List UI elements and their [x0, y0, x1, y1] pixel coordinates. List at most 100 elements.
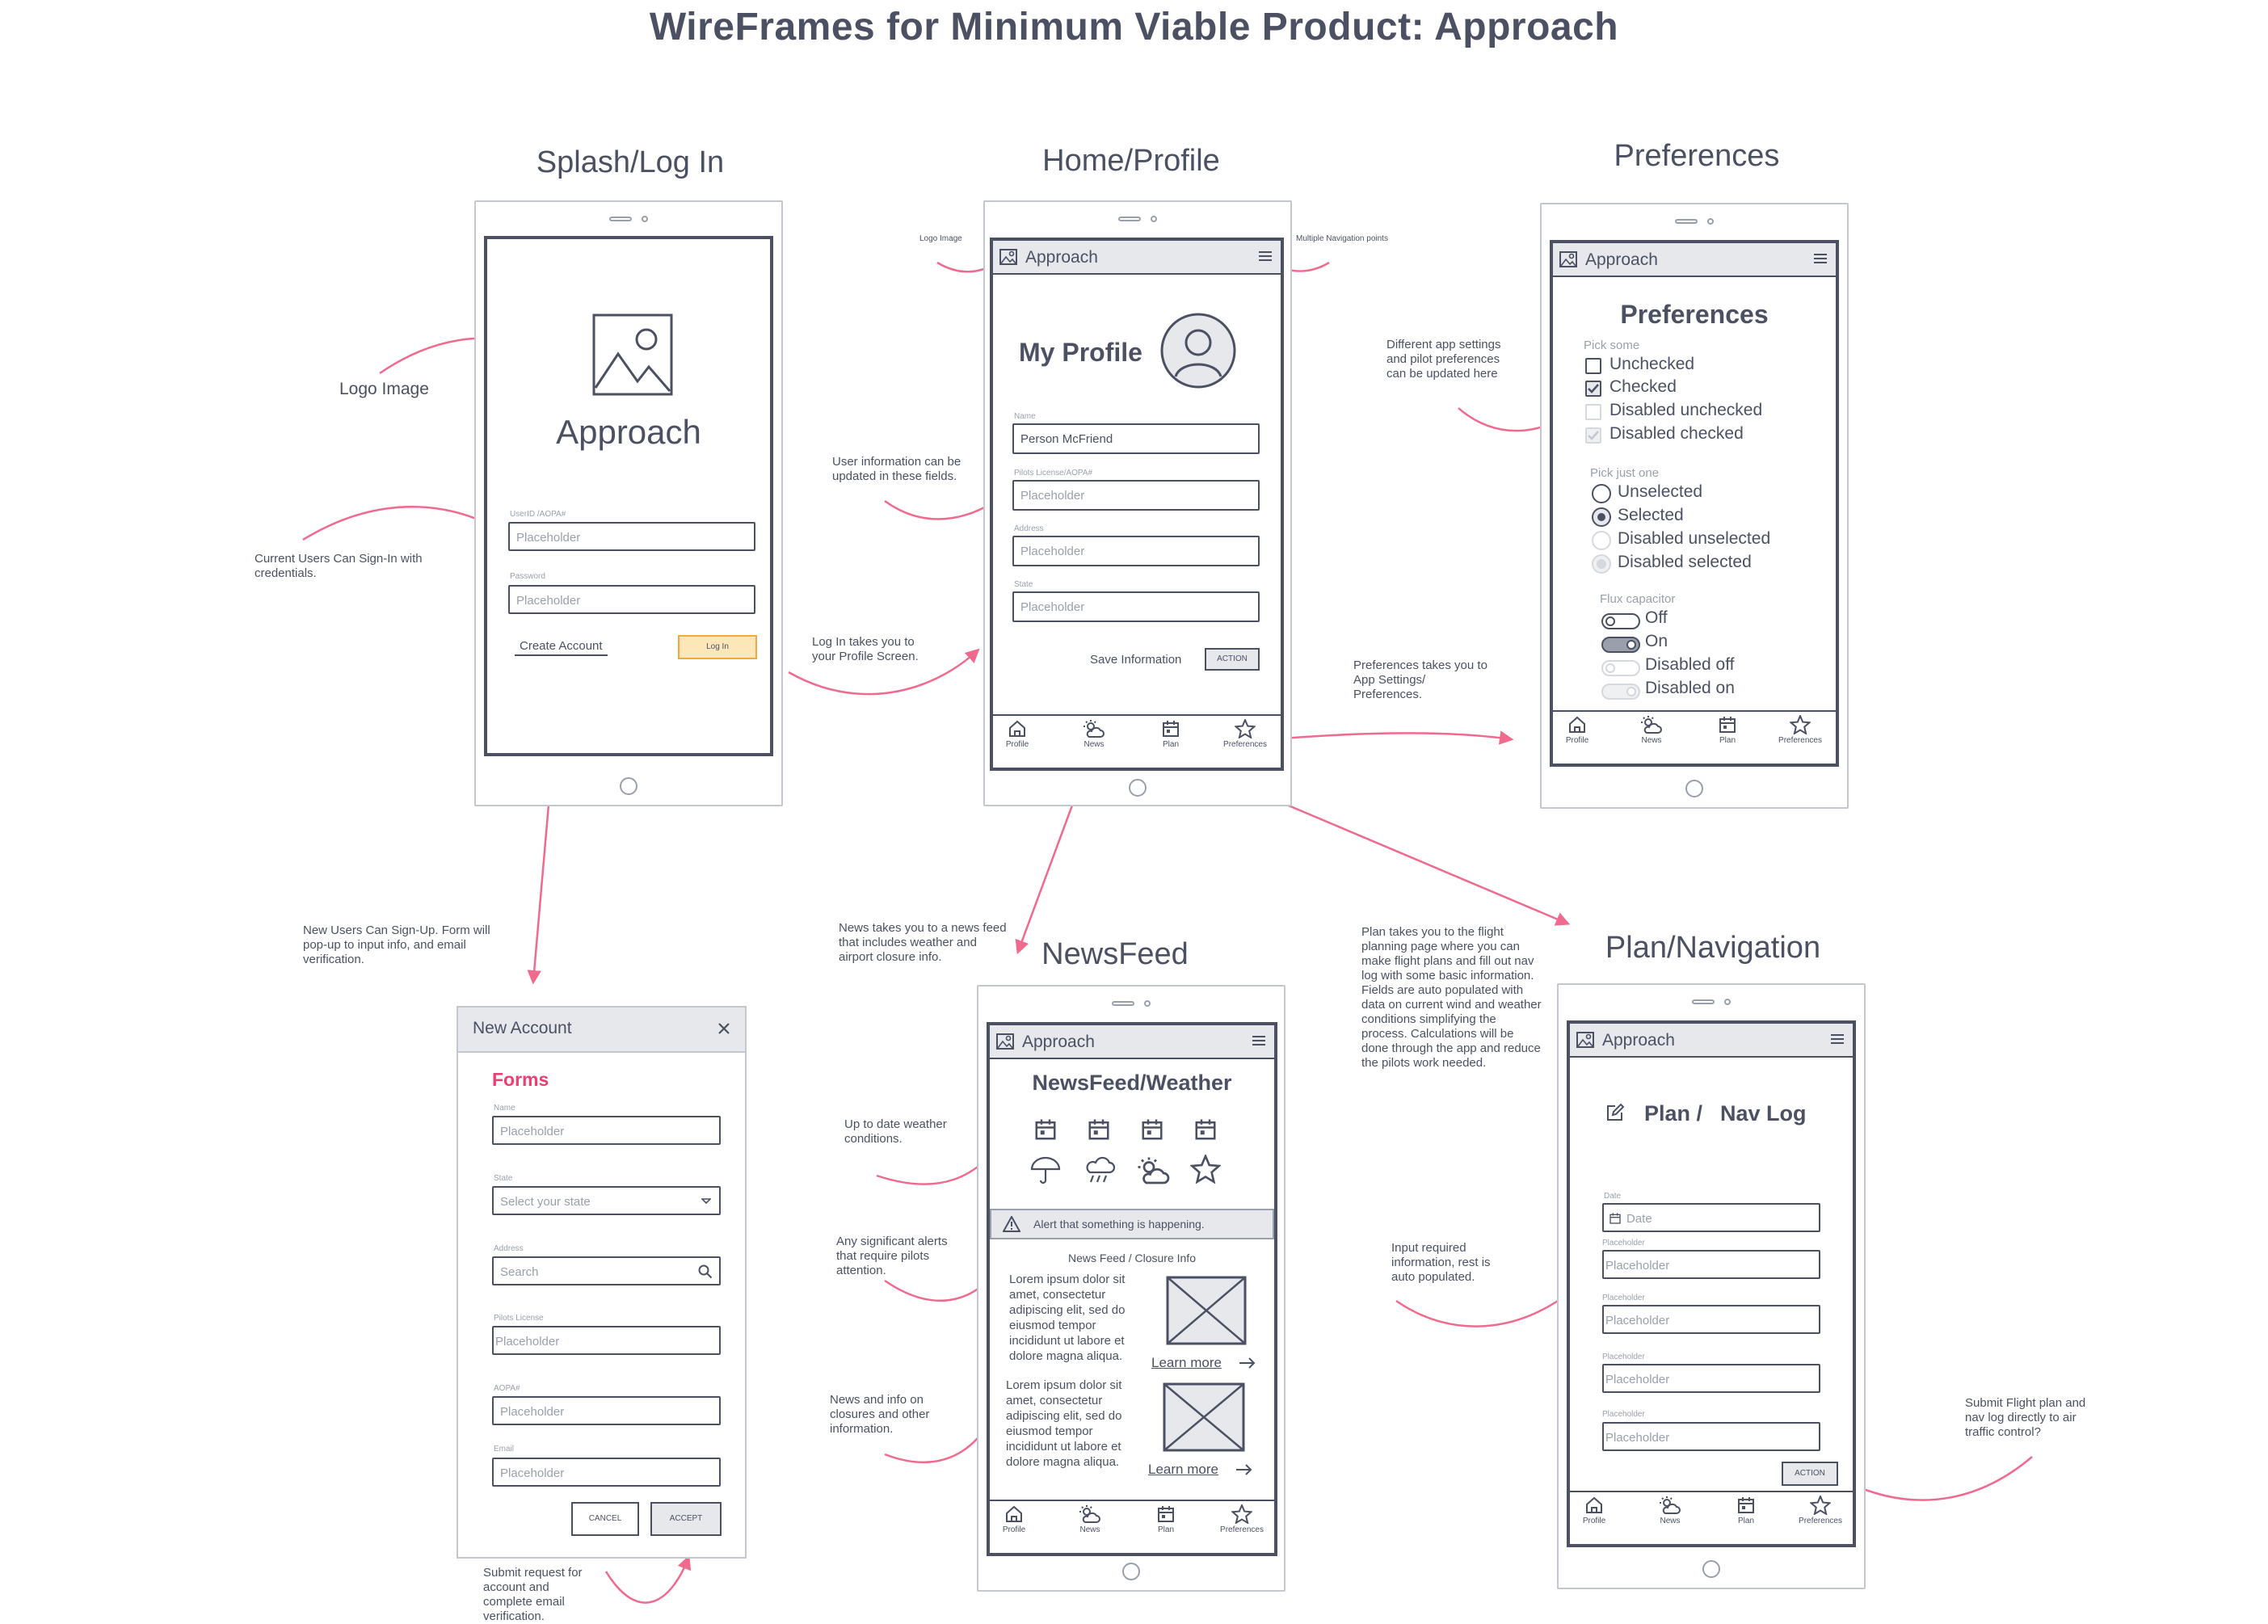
arrow-right-icon[interactable]: [1235, 1463, 1253, 1476]
account-name-input[interactable]: Placeholder: [492, 1116, 721, 1145]
userid-input[interactable]: Placeholder: [508, 522, 755, 551]
account-email-input[interactable]: Placeholder: [492, 1458, 721, 1487]
calendar-icon: [1609, 1213, 1621, 1224]
menu-icon[interactable]: [1258, 250, 1273, 263]
tab-profile[interactable]: Profile: [990, 1504, 1046, 1534]
rain-cloud-icon: [1086, 1156, 1116, 1183]
new-account-modal: New Account Forms Name Placeholder State…: [457, 1006, 747, 1559]
checkbox-unchecked[interactable]: [1585, 358, 1601, 374]
prefs-tab-bar: Profile News Plan Preferences: [1553, 710, 1836, 764]
tab-profile-label: Profile: [1002, 1525, 1026, 1534]
edit-icon: [1607, 1103, 1625, 1121]
tab-profile[interactable]: Profile: [1570, 1496, 1626, 1525]
account-address-search[interactable]: Search: [492, 1256, 721, 1285]
note-preferences-takes: Preferences takes you to App Settings/ P…: [1353, 658, 1487, 701]
tab-news-label: News: [1641, 736, 1662, 745]
cancel-button[interactable]: CANCEL: [571, 1502, 639, 1536]
tab-profile[interactable]: Profile: [1553, 715, 1609, 745]
tab-preferences[interactable]: Preferences: [1768, 715, 1832, 745]
checkbox-unchecked-label: Unchecked: [1609, 355, 1695, 373]
plan-field-2-input[interactable]: Placeholder: [1602, 1305, 1820, 1334]
forms-heading: Forms: [492, 1069, 549, 1090]
phone-plan: Approach Plan / Nav Log Date Date Placeh…: [1557, 983, 1866, 1589]
checkbox-checked[interactable]: [1585, 381, 1601, 397]
account-license-input[interactable]: Placeholder: [492, 1326, 721, 1355]
account-license-label: Pilots License: [494, 1314, 544, 1323]
section-title-preferences: Preferences: [1614, 139, 1780, 173]
calendar-icon: [1163, 721, 1179, 737]
license-input[interactable]: Placeholder: [1012, 480, 1260, 511]
speaker: [1692, 999, 1715, 1004]
login-button[interactable]: Log In: [678, 635, 757, 659]
note-current-users: Current Users Can Sign-In with credentia…: [255, 552, 423, 580]
create-account-link[interactable]: Create Account: [515, 639, 608, 656]
close-icon[interactable]: [717, 1022, 730, 1035]
arrow-right-icon[interactable]: [1239, 1357, 1256, 1369]
tab-preferences[interactable]: Preferences: [1210, 1504, 1274, 1534]
menu-icon[interactable]: [1813, 252, 1828, 265]
account-state-select[interactable]: Select your state: [492, 1186, 721, 1215]
profile-heading: My Profile: [1019, 338, 1142, 367]
toggle-off[interactable]: [1601, 613, 1640, 629]
toggle-on[interactable]: [1601, 637, 1640, 653]
tab-plan[interactable]: Plan: [1138, 719, 1203, 749]
arrow-input-required: [1395, 1278, 1586, 1327]
radio-selected[interactable]: [1592, 507, 1611, 527]
learn-more-link-2[interactable]: Learn more: [1148, 1462, 1218, 1477]
tab-plan[interactable]: Plan: [1134, 1504, 1198, 1534]
tab-news-label: News: [1079, 1525, 1100, 1534]
submit-action-button[interactable]: ACTION: [1782, 1462, 1838, 1486]
address-input[interactable]: Placeholder: [1012, 536, 1260, 566]
plan-field-4-label: Placeholder: [1602, 1410, 1645, 1419]
tab-news[interactable]: News: [1619, 715, 1684, 745]
learn-more-link-1[interactable]: Learn more: [1151, 1355, 1222, 1370]
check-icon: [1588, 384, 1599, 393]
plan-field-1-label: Placeholder: [1602, 1239, 1645, 1247]
app-name: Approach: [1585, 250, 1658, 269]
toggle-disabled-on: [1601, 684, 1640, 700]
radio-disabled-unselected: [1592, 531, 1611, 550]
calendar-icon: [1035, 1119, 1056, 1140]
tab-news[interactable]: News: [1062, 719, 1126, 749]
home-icon: [1006, 1505, 1022, 1522]
app-name: Approach: [1022, 1033, 1095, 1051]
plan-field-4-input[interactable]: Placeholder: [1602, 1422, 1820, 1451]
menu-icon[interactable]: [1830, 1033, 1845, 1046]
userid-placeholder: Placeholder: [516, 531, 581, 545]
radio-unselected[interactable]: [1592, 484, 1611, 503]
state-input[interactable]: Placeholder: [1012, 591, 1260, 622]
tab-news[interactable]: News: [1058, 1504, 1122, 1534]
tab-plan[interactable]: Plan: [1695, 715, 1760, 745]
save-action-button[interactable]: ACTION: [1205, 648, 1260, 671]
calendar-icon: [1142, 1119, 1163, 1140]
toggle-disabled-on-label: Disabled on: [1645, 679, 1735, 697]
partly-cloudy-icon: [1138, 1157, 1170, 1184]
tab-news[interactable]: News: [1638, 1496, 1702, 1525]
arrow-prefs: [1272, 730, 1514, 745]
note-new-users: New Users Can Sign-Up. Form will pop-up …: [303, 923, 490, 966]
phone-splash: Approach UserID /AOPA# Placeholder Passw…: [474, 200, 783, 806]
logo-image-icon: [592, 313, 673, 396]
tab-preferences[interactable]: Preferences: [1788, 1496, 1853, 1525]
speaker: [609, 217, 632, 221]
plan-field-1-input[interactable]: Placeholder: [1602, 1250, 1820, 1279]
date-placeholder: Date: [1626, 1212, 1652, 1226]
password-input[interactable]: Placeholder: [508, 585, 755, 614]
menu-icon[interactable]: [1252, 1034, 1266, 1047]
calendar-icon: [1158, 1506, 1174, 1522]
note-submit-request: Submit request for account and complete …: [483, 1566, 583, 1623]
date-input[interactable]: Date: [1602, 1203, 1820, 1232]
avatar-icon[interactable]: [1159, 312, 1237, 389]
tab-plan[interactable]: Plan: [1714, 1496, 1778, 1525]
tab-profile[interactable]: Profile: [993, 719, 1050, 749]
account-aopa-input[interactable]: Placeholder: [492, 1396, 721, 1425]
tab-profile-label: Profile: [1582, 1517, 1606, 1525]
tab-preferences[interactable]: Preferences: [1213, 719, 1277, 749]
plan-field-3-input[interactable]: Placeholder: [1602, 1364, 1820, 1393]
accept-button[interactable]: ACCEPT: [650, 1502, 722, 1536]
tab-news-label: News: [1084, 740, 1105, 749]
name-input[interactable]: Person McFriend: [1012, 423, 1260, 454]
checkbox-disabled-unchecked-label: Disabled unchecked: [1609, 401, 1763, 419]
account-aopa-label: AOPA#: [494, 1384, 520, 1393]
address-placeholder: Placeholder: [1020, 545, 1085, 558]
